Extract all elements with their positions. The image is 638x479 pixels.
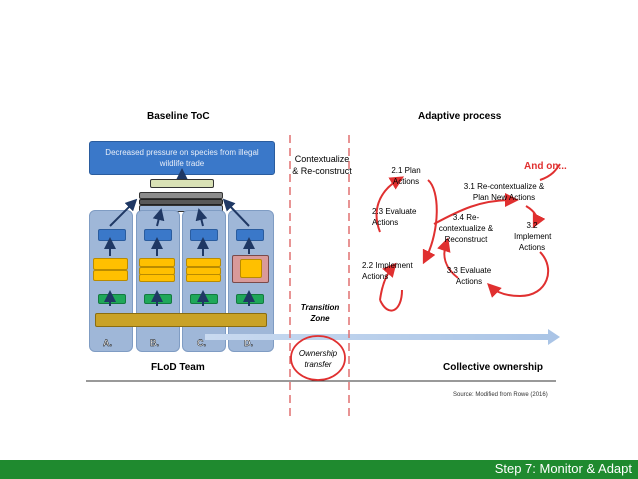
contextualize-label: Contextualize & Re-construct [292, 154, 352, 176]
ownership-transfer-label: Ownership transfer [298, 349, 338, 369]
evaluate-actions-label: 2.3 Evaluate Actions [372, 207, 417, 227]
plan-actions-label: 2.1 Plan Actions [391, 166, 421, 186]
footer-bar: Step 7: Monitor & Adapt [0, 460, 638, 479]
implement-actions-label: 2.2 Implement Actions [362, 261, 413, 281]
col-letter-b: B. [150, 338, 159, 348]
stacked-bar-3 [139, 205, 223, 212]
outcome-bar [150, 179, 214, 188]
col-a-output-1 [93, 258, 128, 270]
source-note: Source: Modified from Rowe (2016) [453, 392, 548, 398]
col-b-output-3 [139, 274, 175, 282]
col-letter-d: D. [244, 338, 253, 348]
collective-ownership-label: Collective ownership [443, 362, 544, 373]
goal-text: Decreased pressure on species from illeg… [105, 148, 259, 168]
col-c-output-3 [186, 274, 221, 282]
evaluate-actions-2-label: 3.3 Evaluate Actions [446, 266, 492, 286]
col-d-output [240, 259, 262, 278]
big-arrow [205, 329, 560, 345]
footer-step-label: Step 7: Monitor & Adapt [494, 461, 632, 476]
team-bar [95, 313, 267, 327]
col-b-output-1 [139, 258, 175, 267]
flod-team-label: FLoD Team [151, 362, 205, 373]
baseline-header: Baseline ToC [147, 111, 210, 122]
col-a-output-2 [93, 270, 128, 281]
implement-actions-2-label: 3.2 Implement Actions [514, 221, 552, 252]
stacked-bar-2 [139, 199, 223, 205]
transition-zone-label: Transition Zone [300, 303, 340, 323]
recontextualize-reconstruct-label: 3.4 Re-contextualize & Reconstruct [438, 213, 494, 244]
recontextualize-plan-label: 3.1 Re-contextualize & Plan New Actions [463, 182, 545, 202]
col-c-output-1 [186, 258, 221, 267]
col-letter-c: C. [197, 338, 206, 348]
stacked-bar-1 [139, 192, 223, 199]
adaptive-header: Adaptive process [418, 111, 502, 122]
col-letter-a: A. [103, 338, 112, 348]
and-on-label: And on... [524, 161, 567, 172]
